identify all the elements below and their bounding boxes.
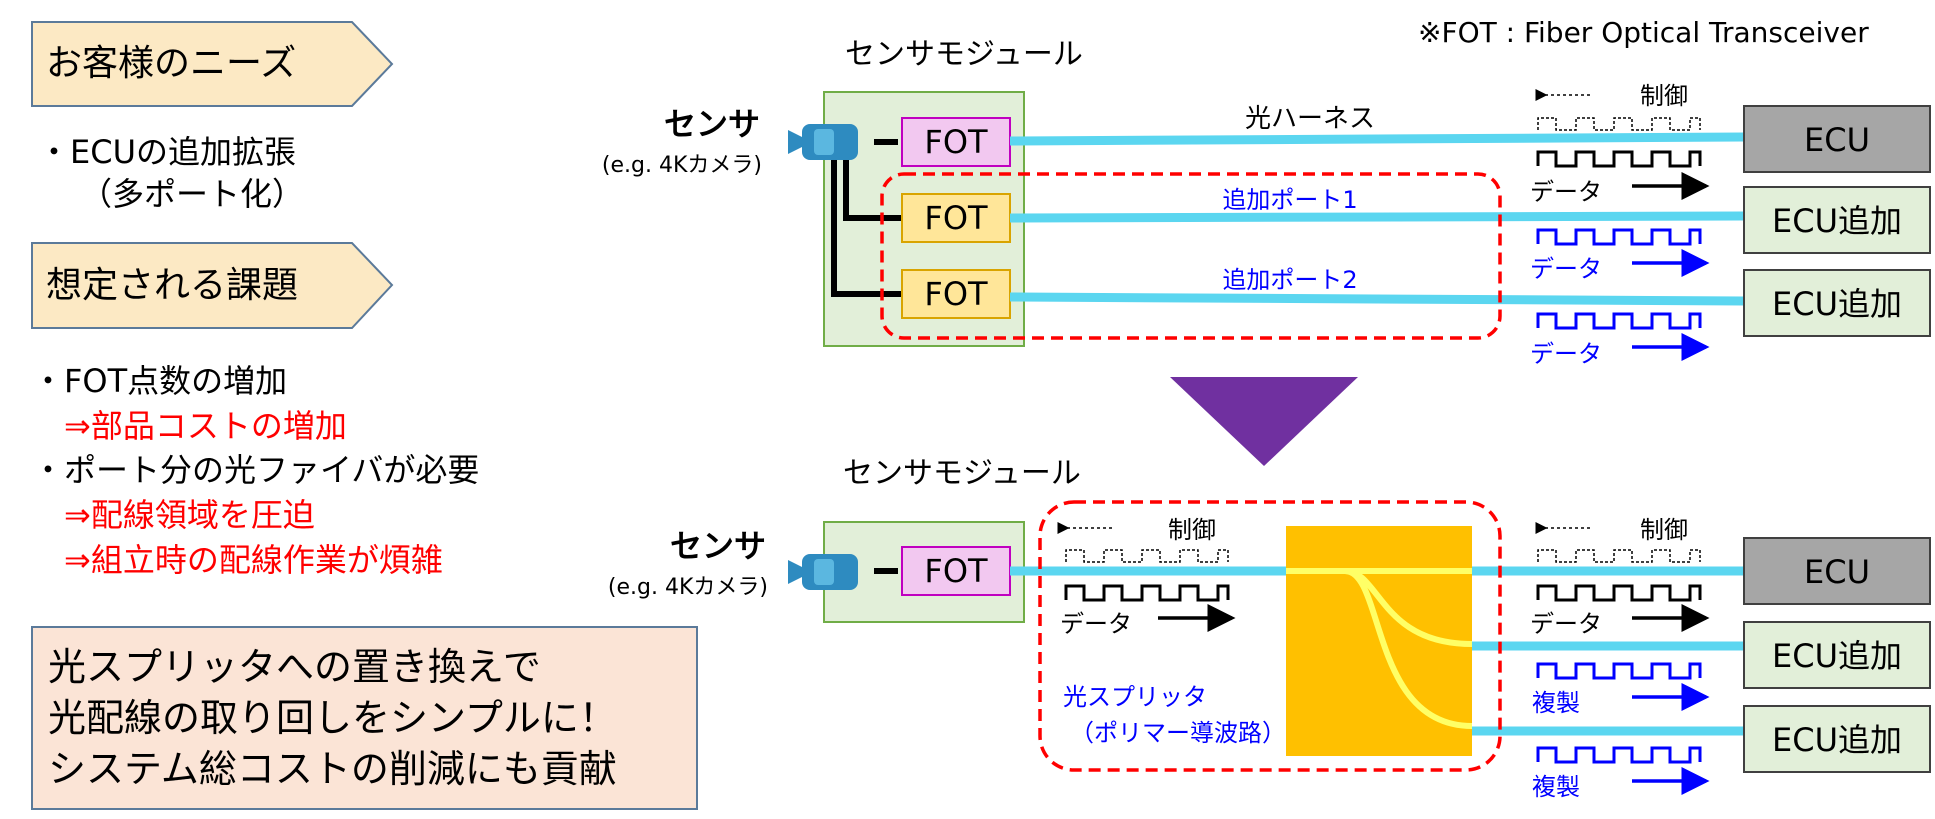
issues-list: ・FOT点数の増加 ⇒部品コストの増加・ポート分の光ファイバが必要 ⇒配線領域を圧迫… [32, 362, 479, 579]
top-ecu: ECU [1743, 105, 1931, 173]
svg-text:データ: データ [1530, 340, 1602, 368]
top-port2-label: 追加ポート2 [1222, 266, 1357, 294]
bottom-ecu-added-1: ECU追加 [1743, 621, 1931, 689]
bottom-splitter-group [1038, 500, 1502, 772]
svg-text:FOT: FOT [924, 552, 988, 590]
transition-arrow [1170, 377, 1358, 466]
svg-text:データ: データ [1060, 610, 1132, 638]
issue-item: ⇒部品コストの増加 [64, 407, 347, 445]
top-camera-icon [788, 124, 858, 160]
top-port1-label: 追加ポート1 [1222, 186, 1357, 214]
svg-text:制御: 制御 [1640, 82, 1688, 110]
top-fiber-harness [1009, 132, 1745, 146]
svg-text:ECU追加: ECU追加 [1772, 637, 1902, 675]
svg-text:FOT: FOT [924, 199, 988, 237]
svg-text:FOT: FOT [924, 275, 988, 313]
bottom-camera-icon [788, 554, 858, 590]
top-sensor-label: センサ [664, 105, 760, 143]
svg-text:ECU: ECU [1804, 121, 1870, 159]
top-control-signal: 制御 [1535, 82, 1701, 131]
bottom-control-signal-in: 制御 [1057, 516, 1229, 563]
top-ecu-added-2: ECU追加 [1743, 269, 1931, 337]
bottom-sensor-label: センサ [670, 527, 766, 565]
top-module-title: センサモジュール [845, 37, 1083, 72]
top-data-signal-port2: データ [1530, 312, 1710, 368]
issue-item: ・FOT点数の増加 [32, 362, 287, 400]
svg-text:ECU追加: ECU追加 [1772, 285, 1902, 323]
bottom-ecu-added-2: ECU追加 [1743, 705, 1931, 773]
bottom-data-signal-out: データ [1530, 584, 1710, 638]
top-data-signal: データ [1530, 150, 1710, 206]
top-fiber-port2 [1009, 292, 1745, 306]
bottom-dup-signal-1: 複製 [1532, 662, 1710, 717]
svg-text:複製: 複製 [1532, 773, 1580, 801]
issues-label: 想定される課題 [46, 265, 298, 306]
bottom-ecu: ECU [1743, 537, 1931, 605]
needs-line1: ・ECUの追加拡張 [38, 133, 296, 171]
svg-text:ECU追加: ECU追加 [1772, 202, 1902, 240]
bottom-control-signal-out: 制御 [1535, 516, 1701, 563]
summary-line1: 光スプリッタへの置き換えで [48, 645, 541, 689]
top-fot-port1: FOT [901, 193, 1011, 243]
top-fot-main: FOT [901, 117, 1011, 167]
top-fiber-port1 [1009, 211, 1745, 223]
bottom-module-title: センサモジュール [843, 456, 1081, 491]
splitter-label-1: 光スプリッタ [1063, 683, 1207, 711]
splitter-waveguides [1286, 568, 1473, 729]
splitter-label-2: （ポリマー導波路） [1070, 719, 1286, 747]
issue-item: ⇒組立時の配線作業が煩雑 [64, 541, 443, 579]
top-harness-label: 光ハーネス [1245, 104, 1375, 134]
issue-item: ⇒配線領域を圧迫 [64, 496, 315, 534]
needs-callout: お客様のニーズ [31, 21, 394, 107]
summary-box: 光スプリッタへの置き換えで 光配線の取り回しをシンプルに！ システム総コストの削… [31, 626, 698, 810]
svg-text:制御: 制御 [1640, 516, 1688, 544]
footnote: ※FOT : Fiber Optical Transceiver [1418, 16, 1869, 49]
svg-text:複製: 複製 [1532, 689, 1580, 717]
svg-text:データ: データ [1530, 255, 1602, 283]
top-fot-port2: FOT [901, 269, 1011, 319]
bottom-data-signal-in: データ [1060, 584, 1236, 638]
top-sensor-sub: (e.g. 4Kカメラ) [602, 153, 762, 178]
svg-text:データ: データ [1530, 178, 1602, 206]
top-ecu-added-1: ECU追加 [1743, 186, 1931, 254]
bottom-fot: FOT [901, 546, 1011, 596]
svg-text:ECU: ECU [1804, 553, 1870, 591]
issues-callout: 想定される課題 [31, 242, 394, 329]
summary-line3: システム総コストの削減にも貢献 [48, 747, 617, 791]
bottom-sensor-sub: (e.g. 4Kカメラ) [608, 575, 768, 600]
issue-item: ・ポート分の光ファイバが必要 [32, 451, 479, 489]
svg-text:データ: データ [1530, 610, 1602, 638]
summary-line2: 光配線の取り回しをシンプルに！ [48, 696, 617, 740]
svg-text:FOT: FOT [924, 123, 988, 161]
needs-label: お客様のニーズ [46, 43, 296, 84]
top-additional-ports-group [880, 172, 1502, 340]
svg-text:ECU追加: ECU追加 [1772, 721, 1902, 759]
bottom-dup-signal-2: 複製 [1532, 746, 1710, 801]
needs-line2: （多ポート化） [80, 175, 304, 213]
svg-text:制御: 制御 [1168, 516, 1216, 544]
top-data-signal-port1: データ [1530, 228, 1710, 283]
